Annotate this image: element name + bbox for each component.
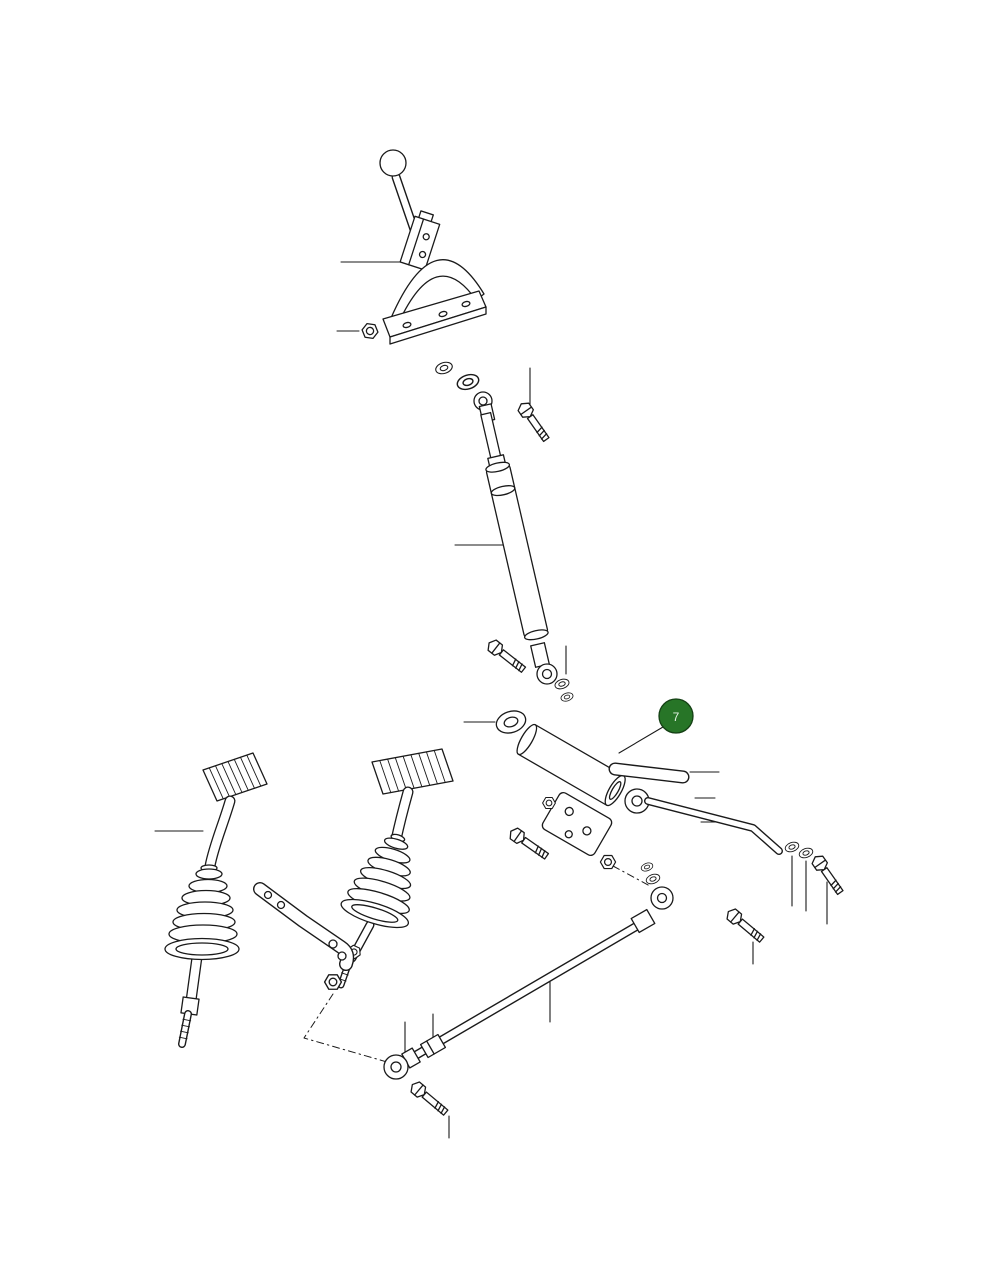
lock-nut bbox=[323, 974, 343, 990]
callout-number: 7 bbox=[673, 710, 680, 724]
assembly-centerlines bbox=[303, 865, 651, 1063]
mounting-plate bbox=[382, 290, 487, 345]
washer bbox=[559, 690, 575, 704]
washer bbox=[644, 872, 662, 886]
washer bbox=[797, 846, 815, 860]
pad-tread bbox=[379, 749, 446, 794]
shaft-nut bbox=[599, 854, 617, 870]
bracket-hole bbox=[564, 830, 573, 839]
pedal-arm bbox=[390, 786, 414, 846]
retainer-bolt-right bbox=[809, 852, 847, 897]
pivot-bolt-right bbox=[723, 905, 767, 946]
pedal-pad bbox=[371, 748, 454, 795]
gearshift-assembly bbox=[379, 149, 487, 345]
plate-hole bbox=[402, 321, 412, 329]
plate-hole bbox=[438, 310, 448, 318]
rod-sleeve-right bbox=[630, 908, 656, 934]
shift-rod-tube bbox=[485, 461, 549, 641]
assembly-centerline bbox=[303, 993, 388, 1063]
bracket-hole bbox=[276, 900, 286, 910]
bracket-hole bbox=[263, 890, 273, 900]
bracket-nut bbox=[542, 796, 556, 810]
bracket-hole bbox=[564, 806, 574, 817]
callout-leader-line bbox=[618, 726, 664, 754]
pivot-bolt-upper bbox=[515, 399, 553, 444]
rod-end-left bbox=[383, 1054, 409, 1080]
washer bbox=[639, 861, 655, 873]
pedal-arm bbox=[204, 795, 236, 872]
leader-lines bbox=[154, 261, 828, 1139]
pedal-bracket bbox=[253, 882, 355, 971]
washer-stack-upper bbox=[433, 359, 482, 393]
adjuster-sleeve bbox=[419, 1033, 447, 1059]
pad-tread bbox=[208, 754, 262, 800]
pedal-boot bbox=[340, 833, 412, 929]
linkage-bolt-lower bbox=[407, 1078, 451, 1119]
hex-bolt bbox=[484, 637, 529, 676]
rod-end-right bbox=[650, 886, 674, 910]
mounting-nut bbox=[360, 322, 380, 340]
clevis-bolt bbox=[484, 637, 529, 676]
callout-7[interactable]: 7 bbox=[658, 698, 694, 734]
rod-end-lower bbox=[536, 663, 558, 685]
gearshift-knob bbox=[379, 149, 407, 177]
pedal-shaft bbox=[180, 951, 203, 1016]
lever-clamp bbox=[399, 210, 441, 271]
shaft-arm bbox=[608, 762, 690, 784]
pedal-pad bbox=[202, 752, 268, 802]
washer-stack-lower bbox=[553, 676, 575, 704]
washer bbox=[783, 840, 801, 854]
cross-shaft-assembly bbox=[506, 723, 783, 870]
bracket-bolt bbox=[506, 825, 551, 863]
threaded-stud bbox=[178, 1010, 192, 1048]
seal-washer bbox=[495, 710, 527, 734]
hex-bolt bbox=[515, 399, 553, 444]
pedal-left bbox=[164, 752, 268, 1048]
bracket-hole bbox=[582, 826, 592, 836]
linkage-rod-tube bbox=[403, 915, 652, 1065]
pedal-boot bbox=[164, 864, 240, 961]
pedal-right bbox=[337, 748, 454, 989]
plate-hole bbox=[461, 300, 471, 308]
washer bbox=[454, 371, 482, 393]
washer bbox=[433, 359, 455, 377]
bracket-hole bbox=[337, 951, 347, 961]
washer-stack-right bbox=[783, 840, 815, 860]
bell-crank-rod bbox=[644, 797, 783, 855]
assembly-centerline bbox=[612, 865, 651, 887]
washer bbox=[553, 676, 571, 692]
callout-circle bbox=[658, 698, 694, 734]
bracket-hole bbox=[328, 939, 338, 949]
linkage-rod-assembly bbox=[383, 861, 674, 1080]
shift-rod-assembly bbox=[473, 391, 558, 685]
